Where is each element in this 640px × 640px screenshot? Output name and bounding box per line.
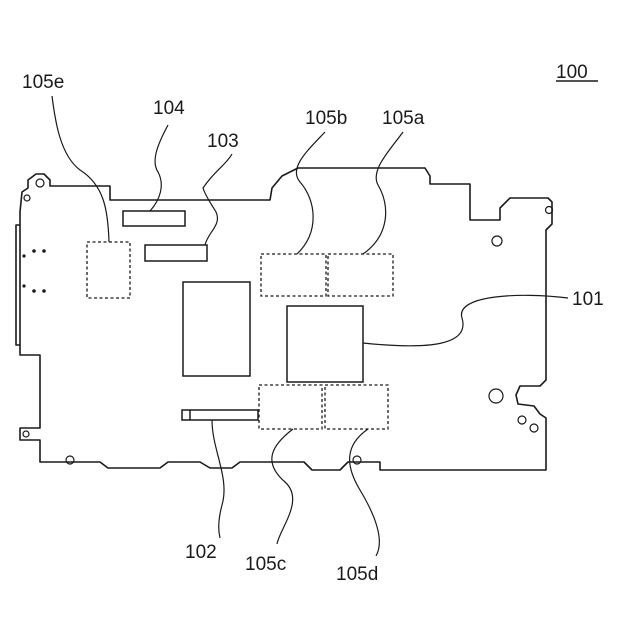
label-101: 101: [572, 289, 604, 310]
region-105b: [261, 254, 326, 296]
pad: [42, 289, 46, 293]
label-105d: 105d: [336, 564, 378, 585]
leader-101: [363, 295, 568, 346]
region-105a: [328, 254, 393, 296]
region-105d: [325, 385, 388, 429]
component-101: [287, 306, 363, 382]
leader-105a: [363, 132, 403, 254]
leader-105e: [52, 96, 109, 242]
leader-104: [150, 125, 168, 211]
pad: [42, 249, 46, 253]
pad: [32, 249, 36, 253]
label-105b: 105b: [305, 108, 347, 129]
component-104: [123, 211, 185, 226]
label-105c: 105c: [245, 554, 286, 575]
label-102: 102: [185, 542, 217, 563]
component-103: [145, 245, 207, 261]
region-105e: [87, 242, 130, 298]
leader-105b: [296, 132, 325, 254]
mounting-hole: [530, 424, 538, 432]
mounting-hole: [23, 431, 29, 437]
leader-105c: [272, 429, 293, 544]
label-105a: 105a: [382, 108, 425, 129]
label-103: 103: [207, 131, 239, 152]
component-processor: [183, 282, 250, 376]
pad: [22, 284, 25, 287]
mounting-hole: [36, 179, 44, 187]
label-104: 104: [153, 98, 185, 119]
label-105e: 105e: [22, 72, 64, 93]
mounting-hole: [518, 416, 526, 424]
leader-105d: [350, 429, 380, 556]
pad: [22, 254, 25, 257]
region-105c: [259, 385, 322, 429]
component-102: [182, 410, 258, 420]
mounting-hole: [24, 195, 30, 201]
pad: [32, 289, 36, 293]
leader-102: [212, 420, 224, 538]
mounting-hole: [492, 236, 502, 246]
figure-label: 100: [556, 62, 588, 83]
board-outline: [20, 168, 552, 470]
mounting-hole: [489, 389, 503, 403]
